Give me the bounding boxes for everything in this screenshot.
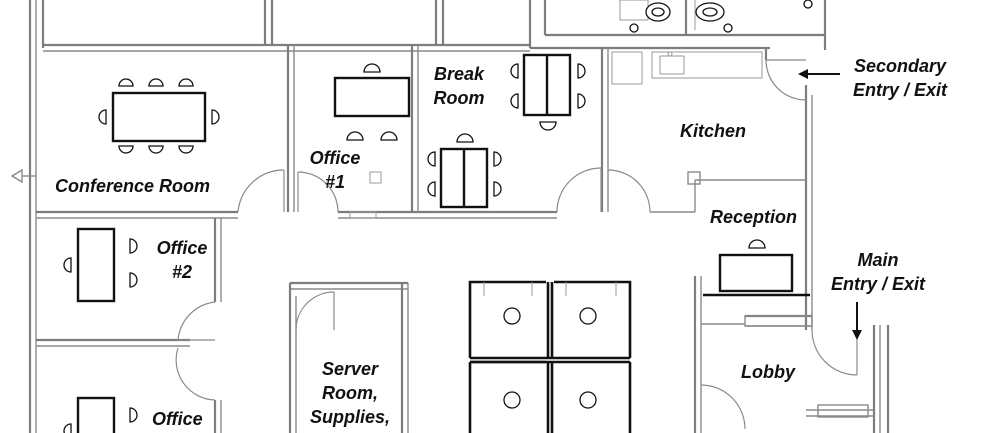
office1-furniture [333,63,411,219]
main-entry-label: Main Entry / Exit [818,248,938,296]
server-room-label: Server Room, Supplies, [300,357,400,429]
conference-furniture [98,78,220,154]
reception-furniture [703,239,810,297]
main-entry-label-line1: Main [857,250,899,270]
interior-walls [36,45,890,433]
restroom-fixtures [619,0,813,33]
cubicles [468,280,632,433]
office1-label: Office #1 [300,146,370,194]
office2-label-line1: Office [156,238,208,258]
doors [175,59,858,430]
office3-label: Office [152,409,203,429]
secondary-entry-label-line2: Entry / Exit [852,80,948,100]
server-room-label-line1: Server [321,359,379,379]
break-room-furniture [427,53,586,209]
secondary-entry-label-line1: Secondary [853,56,947,76]
break-room-label-line1: Break [433,64,485,84]
kitchen-label: Kitchen [680,121,747,141]
server-room-label-line3: Supplies, [309,407,390,427]
office2-label: Office #2 [146,236,218,284]
office1-label-line1: Office [309,148,361,168]
entry-arrows [798,69,862,340]
exterior-walls [10,0,827,433]
office2-furniture [63,227,138,303]
server-room-label-line2: Room, [322,383,378,403]
reception-label: Reception [710,207,798,227]
conference-room-label: Conference Room [55,176,211,196]
office3-furniture [63,396,138,433]
lobby-label: Lobby [741,362,795,382]
main-entry-label-line2: Entry / Exit [830,274,926,294]
office2-label-line2: #2 [171,262,193,282]
office1-label-line2: #1 [324,172,346,192]
kitchen-fixtures [611,51,763,85]
secondary-entry-label: Secondary Entry / Exit [840,54,960,102]
break-room-label-line2: Room [433,88,485,108]
break-room-label: Break Room [424,62,494,110]
